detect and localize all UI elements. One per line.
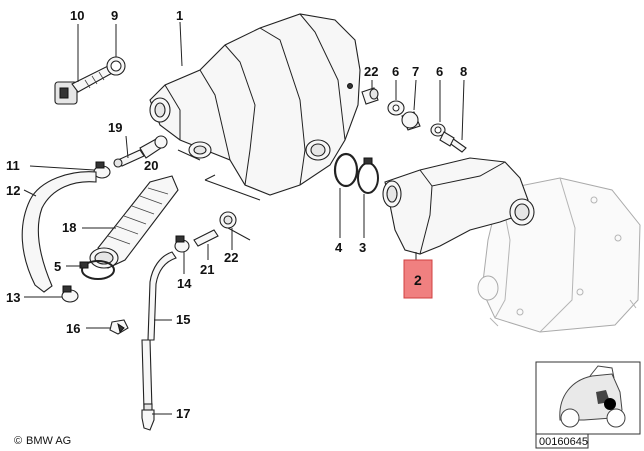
part-19-nipple[interactable] xyxy=(113,149,145,168)
image-number: 00160645 xyxy=(539,436,588,448)
part-11-clamp[interactable] xyxy=(93,161,111,179)
part-21-nipple[interactable] xyxy=(193,229,219,247)
callout-14[interactable]: 14 xyxy=(177,276,192,291)
callout-6-lower[interactable]: 6 xyxy=(436,64,443,79)
part-18-intake-boot[interactable] xyxy=(89,175,179,269)
callout-17[interactable]: 17 xyxy=(176,406,190,421)
copyright-text: BMW AG xyxy=(26,435,71,447)
callout-1[interactable]: 1 xyxy=(176,8,183,23)
part-4-gasket[interactable] xyxy=(333,152,359,188)
part-15-hose-lower[interactable] xyxy=(141,339,153,411)
part-2-intake-duct[interactable] xyxy=(382,157,535,255)
part-17-cap[interactable] xyxy=(141,403,155,431)
callout-2-highlight[interactable]: 2 xyxy=(403,259,433,299)
part-15-vent-hose[interactable] xyxy=(147,251,177,341)
callout-16[interactable]: 16 xyxy=(66,321,80,336)
callout-22-upper[interactable]: 22 xyxy=(364,64,378,79)
callout-7[interactable]: 7 xyxy=(412,64,419,79)
image-number-box xyxy=(535,433,589,449)
copyright: © BMW AG xyxy=(14,435,71,447)
callout-15[interactable]: 15 xyxy=(176,312,190,327)
part-20-connector[interactable] xyxy=(139,135,168,159)
part-14-clamp[interactable] xyxy=(174,235,190,253)
callout-12[interactable]: 12 xyxy=(6,183,20,198)
part-3-clamp[interactable] xyxy=(357,157,379,194)
callouts: 10 9 1 22 6 7 6 8 19 20 11 12 18 5 13 16… xyxy=(6,8,467,421)
part-8-bolt[interactable] xyxy=(439,131,467,153)
callout-19[interactable]: 19 xyxy=(108,120,122,135)
part-13-clamp[interactable] xyxy=(61,285,79,303)
callout-8[interactable]: 8 xyxy=(460,64,467,79)
part-7-rubber-mount[interactable] xyxy=(401,111,421,131)
part-1-airbox[interactable] xyxy=(149,13,361,196)
callout-10[interactable]: 10 xyxy=(70,8,84,23)
callout-3[interactable]: 3 xyxy=(359,240,366,255)
callout-5[interactable]: 5 xyxy=(54,259,61,274)
part-5-clamp[interactable] xyxy=(79,260,115,280)
part-22-grommet-upper[interactable] xyxy=(361,87,379,105)
callout-2-box xyxy=(403,259,433,299)
locator-thumbnail[interactable]: 00160645 xyxy=(535,361,641,449)
scooter-icon xyxy=(559,365,626,428)
callout-6-upper[interactable]: 6 xyxy=(392,64,399,79)
callout-20[interactable]: 20 xyxy=(144,158,158,173)
callout-13[interactable]: 13 xyxy=(6,290,20,305)
part-16-clip[interactable] xyxy=(109,319,129,335)
callout-21[interactable]: 21 xyxy=(200,262,214,277)
part-22-grommet-lower[interactable] xyxy=(219,211,237,229)
part-12-hose[interactable] xyxy=(21,171,97,293)
callout-18[interactable]: 18 xyxy=(62,220,76,235)
callout-11[interactable]: 11 xyxy=(6,158,20,173)
part-6-washer-upper[interactable] xyxy=(387,100,405,116)
callout-4[interactable]: 4 xyxy=(335,240,343,255)
callout-22-lower[interactable]: 22 xyxy=(224,250,238,265)
leader-lines xyxy=(23,21,465,415)
copyright-symbol: © xyxy=(14,435,22,447)
callout-9[interactable]: 9 xyxy=(111,8,118,23)
callout-2[interactable]: 2 xyxy=(414,272,422,288)
part-6-washer-lower[interactable] xyxy=(430,123,446,137)
